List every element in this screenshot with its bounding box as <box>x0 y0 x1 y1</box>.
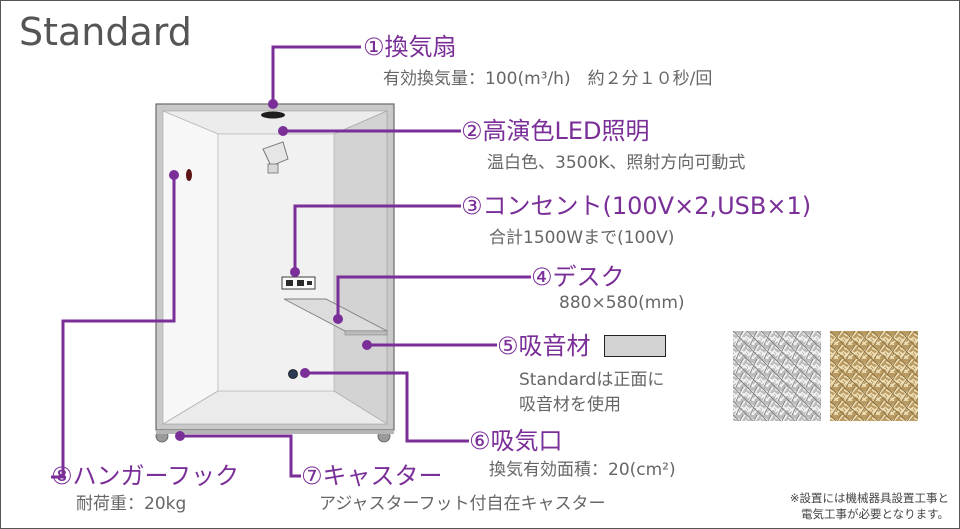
label-intake: ⑥吸気口 <box>469 429 563 453</box>
label-fan: ①換気扇 <box>363 35 457 59</box>
sub-absorber-2: 吸音材を使用 <box>519 397 621 414</box>
leader-fan <box>273 47 361 104</box>
absorber-sample-gray <box>733 331 821 421</box>
note-line-1: ※設置には機械器具設置工事と <box>790 490 949 506</box>
absorber-sample-wood <box>830 331 918 421</box>
label-outlet: ③コンセント(100V×2,USB×1) <box>461 194 811 218</box>
fan-unit <box>261 112 285 119</box>
label-desk: ④デスク <box>531 265 625 289</box>
sub-desk: 880×580(mm) <box>559 295 685 312</box>
page-title: Standard <box>19 13 192 51</box>
label-caster: ⑦キャスター <box>301 464 443 488</box>
sub-absorber-1: Standardは正面に <box>519 372 664 389</box>
sub-intake: 換気有効面積：20(cm²) <box>489 462 676 479</box>
installation-note: ※設置には機械器具設置工事と 電気工事が必要となります。 <box>790 490 949 522</box>
label-absorber: ⑤吸音材 <box>497 334 591 358</box>
intake-vent <box>289 370 298 379</box>
hanger-hook <box>186 169 192 181</box>
booth-left-wall <box>163 111 218 424</box>
note-line-2: 電気工事が必要となります。 <box>790 506 949 522</box>
label-hook: ⑧ハンガーフック <box>51 464 239 488</box>
sub-hook: 耐荷重：20kg <box>76 496 186 513</box>
absorber-swatch <box>604 335 666 357</box>
sub-fan: 有効換気量：100(m³/h) 約２分１０秒/回 <box>383 71 712 88</box>
sub-light: 温白色、3500K、照射方向可動式 <box>487 155 745 172</box>
sub-caster: アジャスターフット付自在キャスター <box>319 496 605 513</box>
label-light: ②高演色LED照明 <box>461 119 650 143</box>
booth-right-wall <box>334 111 387 424</box>
sub-outlet: 合計1500Wまで(100V) <box>489 230 674 247</box>
